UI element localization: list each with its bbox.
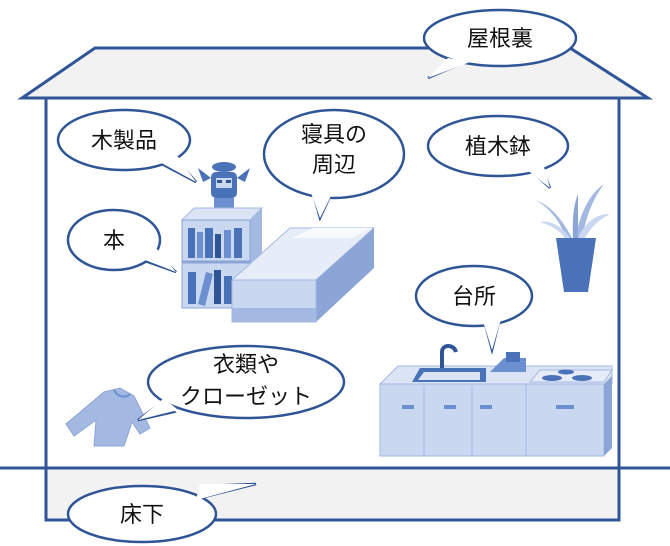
bubble-under-floor: 床下 <box>66 482 257 544</box>
bubble-books: 本 <box>66 208 177 274</box>
bubble-bedding: 寝具の 周辺 <box>262 108 406 222</box>
label-bedding-line2: 周辺 <box>312 153 356 178</box>
shirt-icon <box>65 387 151 447</box>
label-wood-products: 木製品 <box>91 129 157 154</box>
bubble-attic: 屋根裏 <box>422 8 578 80</box>
kitchen-counter-icon <box>378 344 613 457</box>
bubble-potted-plant: 植木鉢 <box>426 114 570 189</box>
bubble-clothing: 衣類や クローゼット <box>137 344 346 422</box>
label-clothing-line2: クローゼット <box>180 385 312 410</box>
bubble-kitchen: 台所 <box>414 264 534 355</box>
label-kitchen: 台所 <box>452 285 496 310</box>
label-potted-plant: 植木鉢 <box>465 135 531 160</box>
label-bedding-line1: 寝具の <box>301 123 367 148</box>
bed-icon <box>230 227 376 323</box>
potted-plant-icon <box>536 184 610 292</box>
label-clothing-line1: 衣類や <box>213 353 279 378</box>
label-books: 本 <box>103 229 125 254</box>
label-under-floor: 床下 <box>120 503 164 528</box>
bubble-wood-products: 木製品 <box>56 108 197 184</box>
wooden-figure-icon <box>198 162 250 210</box>
label-attic: 屋根裏 <box>467 27 533 52</box>
